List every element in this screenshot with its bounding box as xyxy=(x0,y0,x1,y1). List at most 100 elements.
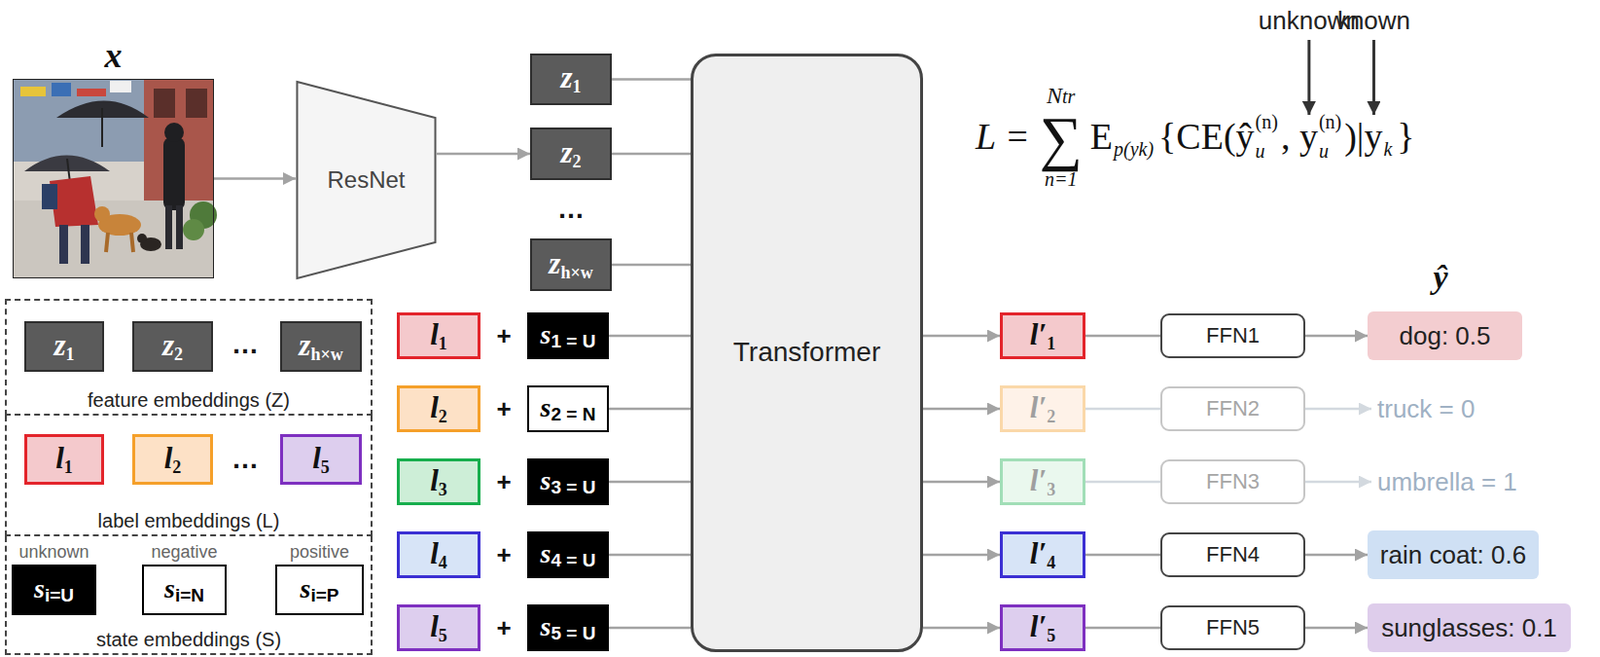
node-label: dog: 0.5 xyxy=(1399,321,1492,351)
window xyxy=(153,88,176,118)
node-label: l2 xyxy=(164,441,182,478)
label-embedding: l′4 xyxy=(999,531,1086,578)
label-embedding: l5 xyxy=(396,604,481,651)
formula-part: E xyxy=(1090,117,1113,155)
prediction-text: truck = 0 xyxy=(1371,389,1528,428)
person-leg xyxy=(176,205,183,249)
formula-part: (n)u xyxy=(1255,111,1279,161)
shop-sign xyxy=(109,80,132,93)
photo-frame: x xyxy=(12,78,214,279)
plus-sign: + xyxy=(496,320,511,352)
node-label: l′2 xyxy=(1030,391,1056,427)
node-label: l2 xyxy=(429,391,448,427)
label-embedding: l5 xyxy=(280,433,362,485)
formula-text: (n) xyxy=(1318,111,1342,132)
node-label: zh×w xyxy=(298,328,343,365)
state-embedding: negativesi=N xyxy=(142,564,227,615)
node-label: l′4 xyxy=(1030,536,1056,573)
shop-sign xyxy=(20,86,46,97)
formula-part: (n) u xyxy=(1318,111,1342,161)
connector xyxy=(1085,407,1161,411)
pointer-arrow xyxy=(1372,39,1376,115)
prediction-box: dog: 0.5 xyxy=(1367,311,1523,360)
label-embedding: l′5 xyxy=(999,604,1086,651)
shopfront xyxy=(12,78,144,162)
state-embedding: s4 = U xyxy=(527,531,609,578)
output-symbol: ŷ xyxy=(1432,258,1448,296)
connector xyxy=(923,334,1000,338)
feature-embedding: zh×w xyxy=(280,320,362,372)
label-embedding: l1 xyxy=(396,312,481,359)
loss-formula: L =Ntr∑n=1Ep(yk){CE(ŷ(n)u, y(n)u)|yk} xyxy=(975,48,1416,224)
umbrella-handle xyxy=(101,107,104,147)
label-embedding: l2 xyxy=(396,385,481,432)
formula-part: {CE(ŷ xyxy=(1158,117,1254,155)
label-embedding: l′3 xyxy=(999,458,1086,505)
connector xyxy=(923,553,1000,557)
node-label: si=N xyxy=(164,573,205,606)
formula-text: u xyxy=(1255,141,1279,161)
ffn-box: FFN2 xyxy=(1160,386,1306,431)
state-embedding: unknownsi=U xyxy=(11,564,97,615)
node-label: z1 xyxy=(53,328,74,365)
ffn-box: FFN5 xyxy=(1160,604,1306,650)
ellipsis: … xyxy=(557,193,585,225)
window xyxy=(185,88,208,118)
node-label: si=U xyxy=(34,573,74,606)
formula-part: k xyxy=(1382,126,1397,146)
node-label: l1 xyxy=(55,441,73,478)
node-label: FFN1 xyxy=(1206,323,1260,348)
legend-panel: feature embeddings (Z)z1z2zh×w xyxy=(4,298,373,416)
prediction-box: sunglasses: 0.1 xyxy=(1367,603,1571,652)
formula-text: ∑ xyxy=(1039,107,1083,169)
label-embedding: l3 xyxy=(396,458,481,505)
connector xyxy=(1305,553,1368,557)
node-label: FFN2 xyxy=(1206,396,1260,421)
formula-part: Ntr∑n=1 xyxy=(1039,82,1083,190)
ffn-box: FFN4 xyxy=(1160,532,1306,577)
legend-panel: state embeddings (S)unknownsi=Unegatives… xyxy=(4,535,373,655)
annotation: known xyxy=(1337,5,1411,36)
node-label: s3 = U xyxy=(540,465,597,498)
connector xyxy=(1305,407,1372,411)
state-embedding: positivesi=P xyxy=(275,564,364,615)
person-leg xyxy=(165,205,173,249)
node-label: l1 xyxy=(429,318,448,355)
node-label: l3 xyxy=(429,463,448,500)
formula-part: } xyxy=(1396,117,1415,155)
node-label: zh×w xyxy=(548,247,593,284)
pointer-arrow xyxy=(1307,39,1311,115)
node-heading: positive xyxy=(289,542,350,563)
ffn-box: FFN3 xyxy=(1160,459,1306,504)
trapezoid-shape xyxy=(296,81,435,279)
sidewalk xyxy=(12,200,214,279)
node-label: s2 = N xyxy=(540,392,597,426)
person-leg xyxy=(80,224,90,264)
node-label: l′5 xyxy=(1030,609,1056,646)
connector xyxy=(608,626,691,630)
node-label: l′3 xyxy=(1030,463,1056,500)
formula-text: p(yk) xyxy=(1113,139,1154,159)
panel-caption: label embeddings (L) xyxy=(6,509,371,532)
person-leg xyxy=(59,224,69,264)
node-label: z1 xyxy=(560,61,581,98)
node-label: umbrella = 1 xyxy=(1377,467,1518,497)
connector xyxy=(923,407,1000,411)
node-label: s5 = U xyxy=(540,611,597,644)
node-label: si=P xyxy=(300,573,340,606)
node-label: s1 = U xyxy=(540,320,597,353)
feature-embedding: z1 xyxy=(530,53,612,106)
label-embedding: l1 xyxy=(24,433,105,485)
formula-part: p(yk) xyxy=(1112,126,1159,146)
plus-sign: + xyxy=(496,393,511,425)
formula-text: u xyxy=(1318,141,1342,161)
node-label: truck = 0 xyxy=(1377,394,1475,424)
backpack xyxy=(41,183,58,210)
connector xyxy=(611,152,691,156)
ffn-box: FFN1 xyxy=(1160,313,1306,358)
node-label: z2 xyxy=(162,328,183,365)
feature-embedding: z2 xyxy=(530,127,612,180)
formula-part: , y xyxy=(1280,117,1318,155)
feature-embedding: z1 xyxy=(24,320,105,372)
